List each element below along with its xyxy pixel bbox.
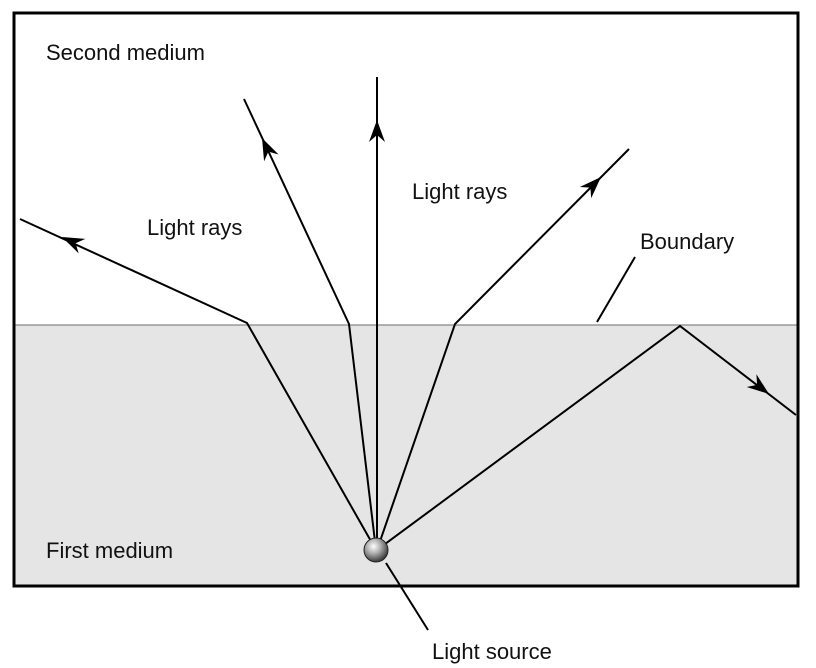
- label-first-medium: First medium: [46, 538, 173, 563]
- arrowheads: [62, 120, 769, 394]
- arrowhead-left: [62, 237, 86, 254]
- arrowhead-reflected: [746, 374, 769, 394]
- boundary-leader-line: [596, 256, 636, 323]
- second-medium-region: [14, 13, 798, 325]
- light-source-leader-line: [385, 562, 429, 631]
- ray-right: [376, 148, 630, 551]
- arrowhead-vertical: [369, 120, 385, 142]
- label-boundary: Boundary: [640, 229, 734, 254]
- label-light-rays-left: Light rays: [147, 215, 242, 240]
- label-light-rays-right: Light rays: [412, 179, 507, 204]
- label-second-medium: Second medium: [46, 40, 205, 65]
- arrowhead-upper-left: [262, 138, 279, 162]
- ray-left: [19, 218, 377, 551]
- ray-upper-left: [243, 98, 377, 551]
- first-medium-region: [14, 325, 798, 586]
- arrowhead-right: [579, 177, 601, 199]
- diagram-frame: [12, 11, 800, 588]
- label-light-source: Light source: [432, 639, 552, 664]
- light-source-icon: [363, 537, 389, 563]
